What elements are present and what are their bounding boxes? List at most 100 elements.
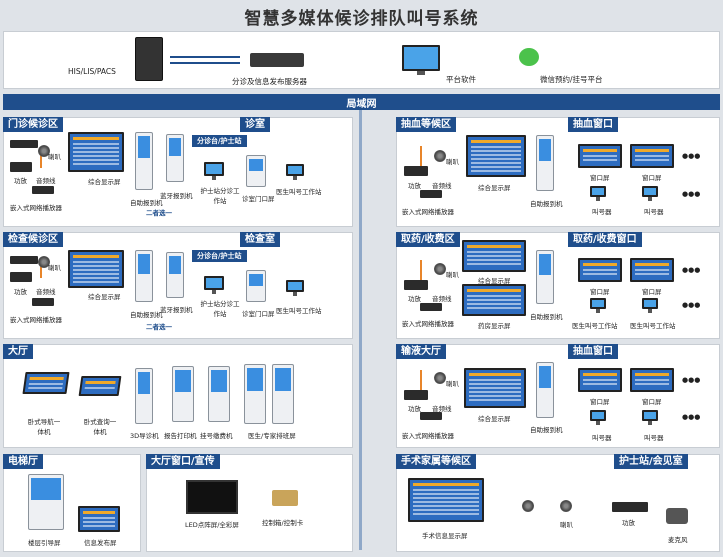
jc-bluetooth-label: 蓝牙报到机 [160, 306, 193, 314]
qy-speaker-icon [434, 263, 446, 275]
connection-arrow-icon [170, 62, 240, 64]
mz-bluetooth [166, 134, 184, 182]
qy-window-screen-1 [578, 258, 622, 282]
family-speaker-icon-1 [522, 500, 534, 512]
cx-wait-header: 抽血等候区 [396, 117, 456, 132]
jc-amp-icon [10, 272, 32, 282]
mz-nurse-monitor [204, 162, 224, 180]
hall-window-panel [146, 454, 353, 552]
lan-label: 局域网 [346, 99, 377, 110]
qy-netplayer-icon [420, 303, 442, 311]
jc-combo-screen [68, 250, 124, 288]
cx-netplayer-icon [420, 190, 442, 198]
jc-audio-label: 音频线 [36, 288, 56, 296]
jc-pole [40, 262, 42, 278]
nurse-header: 护士站/会见室 [614, 454, 688, 469]
jc-checkin-label: 自助报到机 [130, 311, 163, 319]
mz-room-header: 诊室 [240, 117, 270, 132]
mz-either-label: 二者选一 [146, 209, 172, 217]
family-speaker-icon-2 [560, 500, 572, 512]
lan-bar [3, 94, 720, 110]
cx-speaker-icon [434, 150, 446, 162]
hall-report-printer [172, 366, 194, 422]
cx-wscreen-label-2: 窗口屏 [642, 174, 662, 182]
elevator-panel [3, 454, 141, 552]
mz-combo-label: 综合显示屏 [88, 178, 121, 186]
sy-player-label: 嵌入式网络播放器 [402, 432, 454, 440]
jc-room-screen [246, 270, 266, 302]
cx-pole [420, 146, 422, 166]
qy-doc-label-1: 医生叫号工作站 [572, 322, 618, 330]
mz-room-screen [246, 155, 266, 187]
jc-bluetooth [166, 252, 184, 298]
hall-pay-machine [208, 366, 230, 422]
nurse-amp-icon [612, 502, 648, 512]
sy-amp-label: 功放 [408, 405, 421, 413]
sy-panel [396, 344, 720, 448]
hall-guide3d [135, 368, 153, 424]
led-screen [186, 480, 238, 514]
jc-room-label: 诊室门口屏 [242, 310, 275, 318]
cx-combo-label: 综合显示屏 [478, 184, 511, 192]
sy-hall-header: 输液大厅 [396, 344, 446, 359]
elevator-floor-guide [28, 474, 64, 530]
mz-triage-header: 分诊台/护士站 [192, 135, 247, 147]
mz-amp-icon [10, 162, 32, 172]
rack-server-icon [250, 53, 304, 67]
nurse-amp-label: 功放 [622, 519, 635, 527]
hall-sched-label: 医生/专家排班屏 [248, 432, 296, 440]
mz-combo-screen [68, 132, 124, 172]
qy-wait-header: 取药/收费区 [396, 232, 460, 247]
mz-bluetooth-label: 蓝牙报到机 [160, 192, 193, 200]
qy-wscreen-label-2: 窗口屏 [642, 288, 662, 296]
cx-combo-screen [466, 135, 526, 177]
qy-dots-2: ●●● [682, 301, 701, 309]
mz-room-label: 诊室门口屏 [242, 195, 275, 203]
cx-panel [396, 117, 720, 227]
mz-checkin-label: 自助报到机 [130, 199, 163, 207]
mz-netplayer-icon [32, 186, 54, 194]
cx-player-label: 嵌入式网络播放器 [402, 208, 454, 216]
qy-audio-label: 音频线 [432, 295, 452, 303]
jc-player-icon [10, 256, 38, 264]
family-panel [396, 454, 720, 552]
cx-caller-label-2: 叫号器 [644, 208, 664, 216]
qy-combo-screen [462, 240, 526, 272]
cx-caller-1 [590, 186, 606, 201]
hall-sched-screen-1 [244, 364, 266, 424]
hall-header: 大厅 [3, 344, 33, 359]
elevator-info-label: 信息发布屏 [84, 539, 117, 547]
qy-panel [396, 232, 720, 339]
jc-amp-label: 功放 [14, 288, 27, 296]
jc-room-header: 检查室 [240, 232, 280, 247]
cx-caller-2 [642, 186, 658, 201]
hall-touch-nav [22, 372, 70, 394]
jc-doc-monitor [286, 280, 304, 296]
qy-checkin-label: 自助报到机 [530, 313, 563, 321]
mz-doc-monitor [286, 164, 304, 180]
qy-drug-label: 药房显示屏 [478, 322, 511, 330]
cx-amp-label: 功放 [408, 182, 421, 190]
qy-amp-icon [404, 280, 428, 290]
family-header: 手术家属等候区 [396, 454, 476, 469]
mz-speaker-label: 喇叭 [48, 153, 61, 161]
cx-dots-2: ●●● [682, 190, 701, 198]
sy-audio-label: 音频线 [432, 405, 452, 413]
sy-caller-2 [642, 410, 658, 425]
cx-self-checkin [536, 135, 554, 191]
surgery-info-screen [408, 478, 484, 522]
sy-combo-screen [464, 368, 526, 408]
hall-touch-nav-label: 卧式导航一体机 [27, 418, 61, 436]
sy-window-screen-1 [578, 368, 622, 392]
qy-amp-label: 功放 [408, 295, 421, 303]
his-server-icon [135, 37, 163, 81]
elevator-info-screen [78, 506, 120, 532]
control-card-icon [272, 490, 298, 506]
qy-self-checkin [536, 250, 554, 304]
jc-speaker-icon [38, 256, 50, 268]
sy-caller-label-2: 叫号器 [644, 434, 664, 442]
mz-self-checkin [135, 132, 153, 190]
sy-speaker-icon [434, 372, 446, 384]
jc-wait-header: 检查候诊区 [3, 232, 63, 247]
